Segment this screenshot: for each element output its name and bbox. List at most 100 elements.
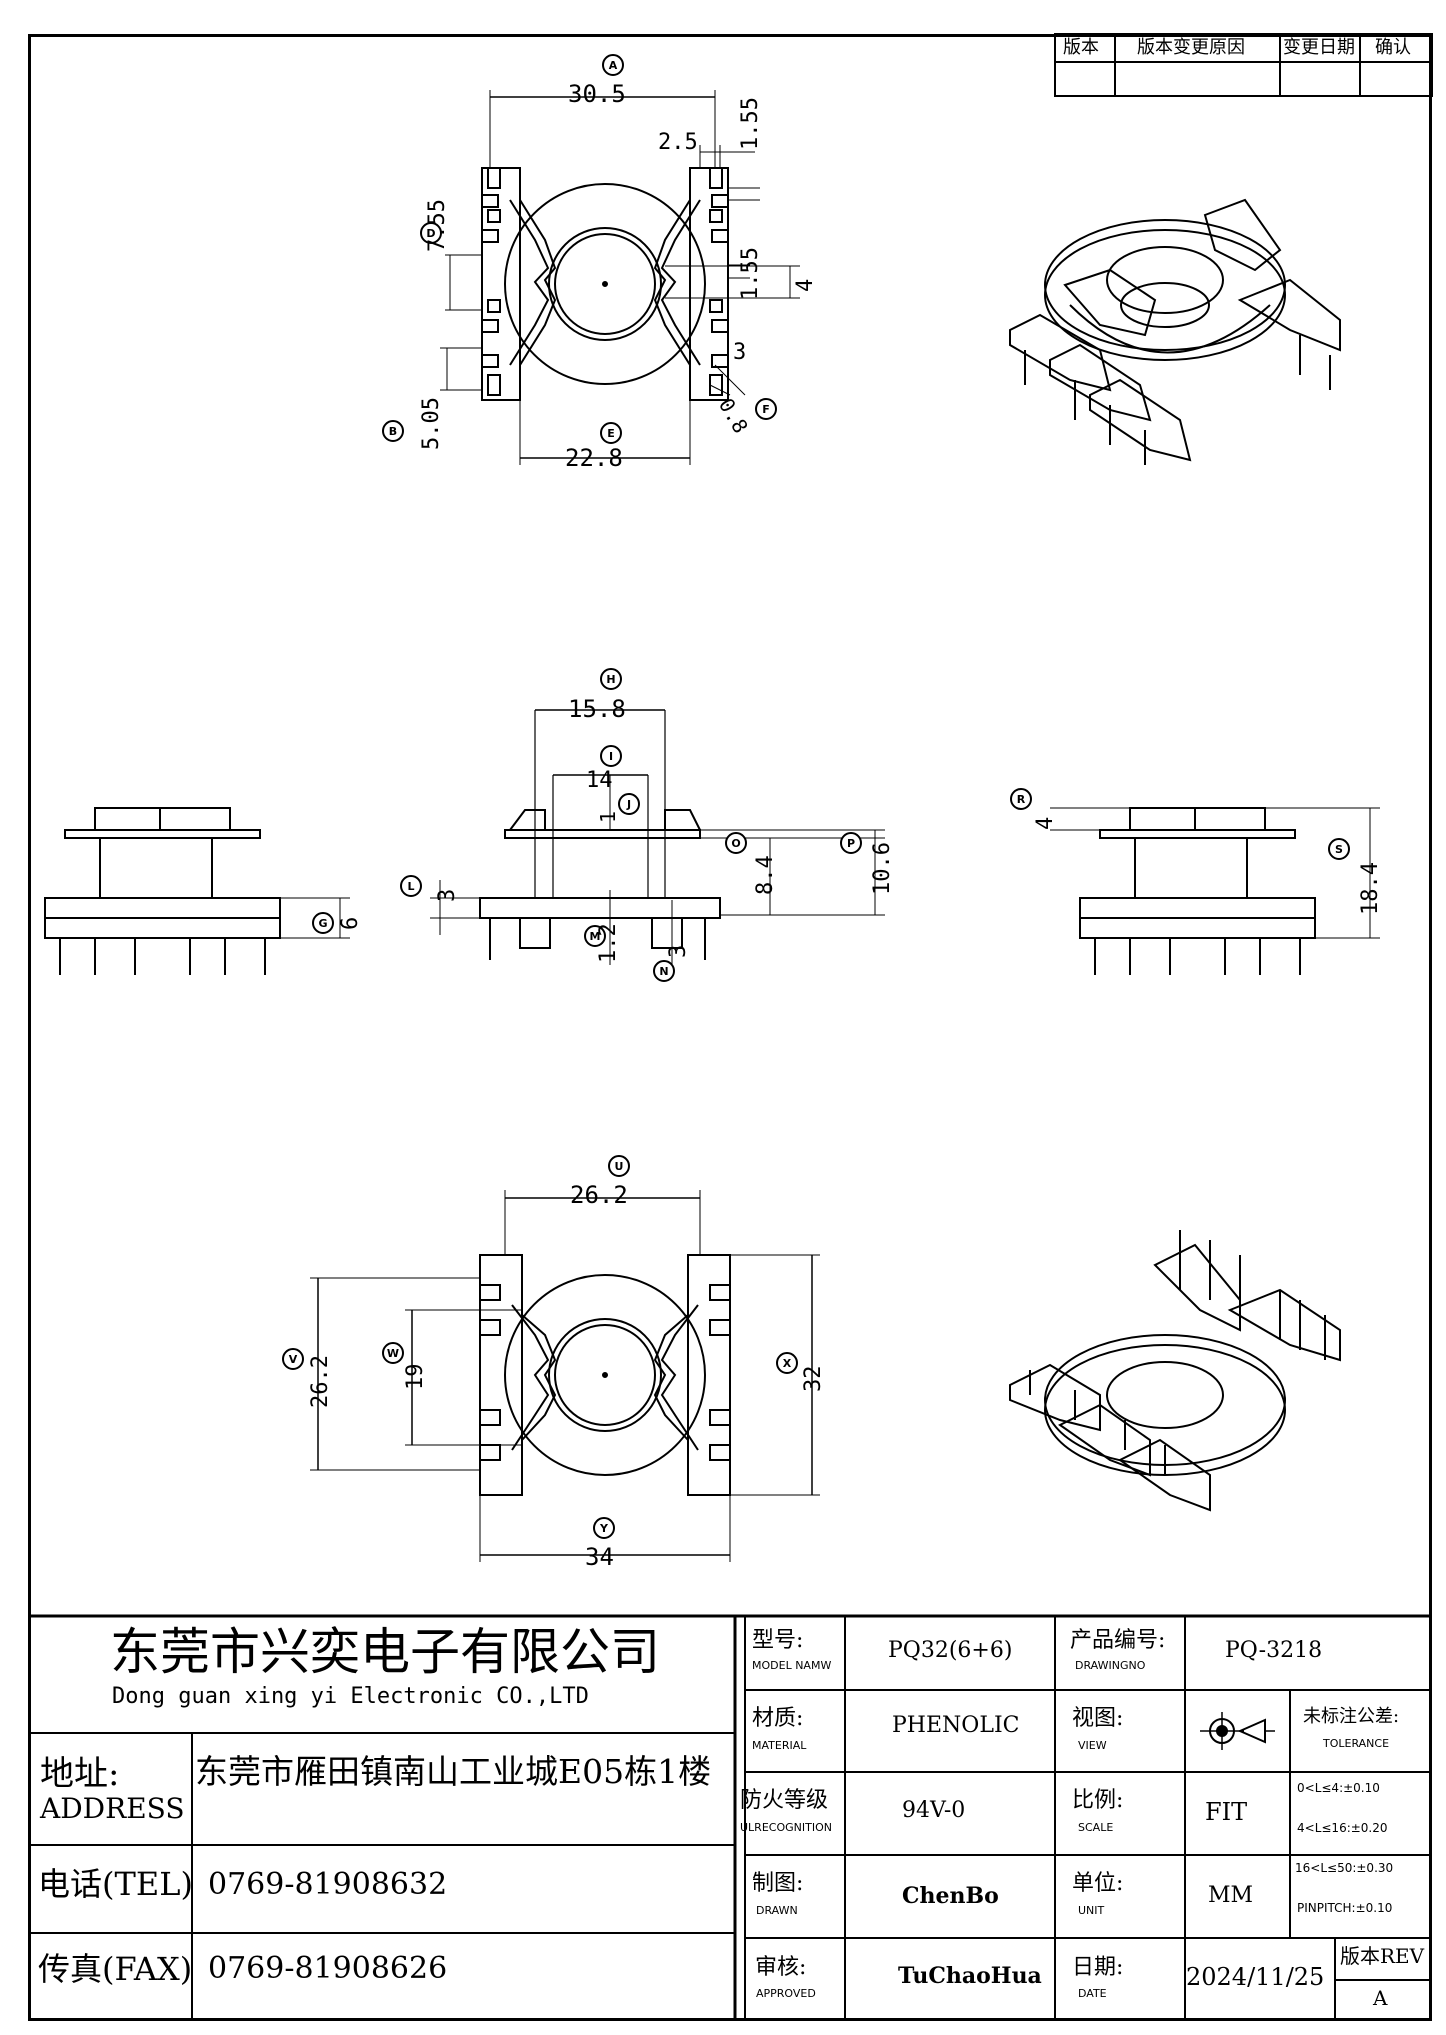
dim-w: 19 (403, 1363, 428, 1391)
dim-f-val: 3 (733, 340, 747, 365)
side-view-left (44, 807, 350, 975)
approved-value: TuChaoHua (898, 1963, 1042, 1989)
balloon-w: W (382, 1342, 404, 1364)
top-view (440, 90, 800, 465)
title-block-grid (28, 1614, 1432, 2021)
rev-value: A (1373, 1986, 1388, 2010)
balloon-a: A (602, 54, 624, 76)
dim-c-side: 1.55 (738, 97, 763, 150)
dim-m: 1.2 (596, 923, 621, 963)
material-value: PHENOLIC (892, 1713, 1020, 1738)
dim-l: 3 (435, 888, 460, 902)
dim-e: 22.8 (565, 444, 623, 472)
unit-label-en: UNIT (1078, 1904, 1105, 1917)
tolerance-1: 0<L≤4:±0.10 (1297, 1781, 1380, 1795)
bottom-view (310, 1190, 820, 1562)
balloon-d: D (420, 222, 442, 244)
unit-label: 单位: (1072, 1871, 1124, 1896)
date-label-en: DATE (1078, 1987, 1107, 2000)
dim-v: 26.2 (308, 1355, 333, 1408)
dim-b: 5.05 (419, 397, 444, 450)
iso-view-bottom (1009, 1230, 1341, 1512)
drawing-no-label-en: DRAWINGNO (1075, 1659, 1146, 1672)
fax-value: 0769-81908626 (208, 1951, 448, 1986)
rev-col-date: 变更日期 (1283, 37, 1355, 58)
dim-s: 18.4 (1358, 862, 1383, 915)
balloon-r: R (1010, 788, 1032, 810)
view-label: 视图: (1072, 1706, 1124, 1731)
address-label-cn: 地址: (40, 1754, 120, 1794)
approved-label-en: APPROVED (756, 1987, 816, 2000)
rev-col-reason: 版本变更原因 (1137, 37, 1245, 58)
drawing-no-label: 产品编号: (1070, 1628, 1166, 1653)
material-label: 材质: (752, 1706, 804, 1731)
model-value: PQ32(6+6) (888, 1638, 1013, 1663)
dim-j: 1 (596, 810, 620, 823)
date-label: 日期: (1072, 1955, 1124, 1980)
tolerance-4: PINPITCH:±0.10 (1297, 1901, 1393, 1915)
drawing-frame (28, 34, 1432, 2021)
balloon-v: V (282, 1348, 304, 1370)
scale-value: FIT (1205, 1798, 1248, 1826)
side-view-right (1050, 807, 1380, 975)
dim-u: 26.2 (570, 1181, 628, 1209)
tolerance-2: 4<L≤16:±0.20 (1297, 1821, 1388, 1835)
balloon-j: J (618, 793, 640, 815)
tolerance-label: 未标注公差: (1303, 1706, 1400, 1727)
fax-label: 传真(FAX) (38, 1950, 193, 1988)
tolerance-label-en: TOLERANCE (1323, 1737, 1390, 1750)
drawing-no-value: PQ-3218 (1225, 1638, 1323, 1663)
approved-label: 审核: (755, 1955, 807, 1980)
view-label-en: VIEW (1078, 1739, 1107, 1752)
balloon-g: G (312, 912, 334, 934)
balloon-m: M (584, 925, 606, 947)
rev-col-confirm: 确认 (1375, 37, 1411, 58)
fire-label-en: ULRECOGNITION (740, 1821, 832, 1834)
model-label-en: MODEL NAMW (752, 1659, 832, 1672)
side-view-center (430, 709, 885, 975)
balloon-b: B (382, 420, 404, 442)
tolerance-3: 16<L≤50:±0.30 (1295, 1861, 1394, 1875)
dim-p: 10.6 (870, 842, 895, 895)
balloon-i: I (600, 745, 622, 767)
company-name-en: Dong guan xing yi Electronic CO.,LTD (112, 1684, 589, 1709)
drawn-label: 制图: (752, 1871, 804, 1896)
dim-n: 3 (666, 944, 691, 958)
dim-y: 34 (585, 1543, 614, 1571)
dim-h: 15.8 (568, 695, 626, 723)
iso-view-top (1009, 198, 1341, 465)
revision-table (1054, 33, 1433, 97)
balloon-o: O (725, 832, 747, 854)
drawn-label-en: DRAWN (756, 1904, 798, 1917)
tel-label: 电话(TEL) (38, 1865, 193, 1903)
dim-o: 8.4 (753, 855, 778, 895)
balloon-e: E (600, 422, 622, 444)
projection-symbol (1200, 1712, 1275, 1750)
dim-c-top: 2.5 (658, 130, 698, 155)
material-label-en: MATERIAL (752, 1739, 807, 1752)
fire-label: 防火等级 (740, 1788, 829, 1813)
balloon-p: P (840, 832, 862, 854)
tel-value: 0769-81908632 (208, 1867, 448, 1902)
balloon-s: S (1328, 838, 1350, 860)
balloon-f: F (755, 398, 777, 420)
unit-value: MM (1208, 1883, 1254, 1908)
scale-label-en: SCALE (1078, 1821, 1114, 1834)
dim-a: 30.5 (568, 80, 626, 108)
address-label-en: ADDRESS (40, 1792, 185, 1825)
balloon-x: X (776, 1352, 798, 1374)
balloon-n: N (653, 960, 675, 982)
dim-mid-4: 4 (793, 278, 818, 292)
company-name-cn: 东莞市兴奕电子有限公司 (110, 1623, 660, 1681)
balloon-u: U (608, 1155, 630, 1177)
dim-x: 32 (801, 1365, 826, 1393)
model-label: 型号: (752, 1628, 804, 1653)
address-value: 东莞市雁田镇南山工业城E05栋1楼 (195, 1752, 712, 1791)
balloon-h: H (600, 668, 622, 690)
dim-d: 7.55 (425, 199, 450, 252)
balloon-y: Y (593, 1517, 615, 1539)
dim-g: 6 (338, 916, 363, 930)
scale-label: 比例: (1072, 1788, 1124, 1813)
dim-r: 4 (1033, 816, 1058, 830)
